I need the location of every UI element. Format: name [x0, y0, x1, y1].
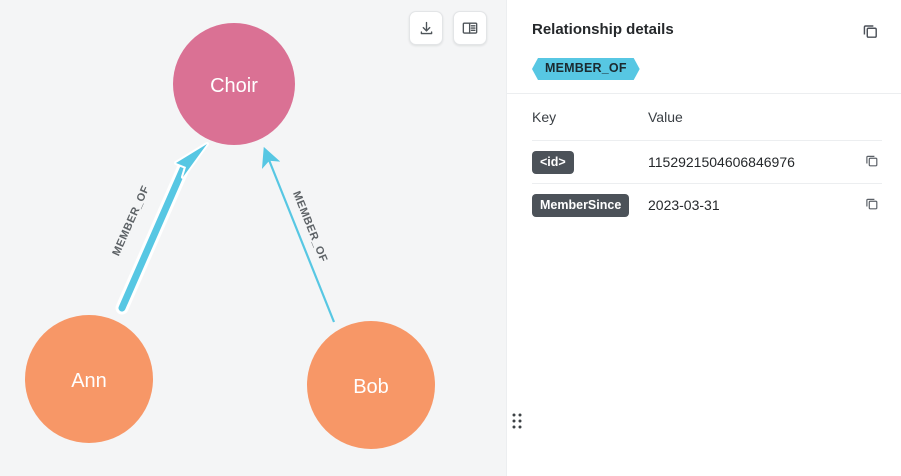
node-label: Choir — [210, 75, 258, 97]
drag-dots-icon — [512, 413, 522, 429]
properties-table: Key Value <id> 1152921504606846976 — [506, 94, 901, 226]
panel-title: Relationship details — [532, 21, 674, 38]
download-icon — [418, 20, 435, 37]
panel-layout-icon — [461, 19, 479, 37]
copy-row-button[interactable] — [862, 151, 882, 174]
panel-resize-handle[interactable] — [511, 412, 523, 430]
node-circle[interactable] — [173, 23, 295, 145]
node-choir[interactable]: Choir — [173, 23, 295, 145]
relationship-details-panel: Relationship details MEMBER_OF Key Value — [506, 0, 901, 476]
property-key-badge[interactable]: <id> — [532, 150, 574, 174]
property-value: 2023-03-31 — [648, 197, 720, 213]
relationship-ann-member-of-choir[interactable]: MEMBER_OF — [110, 142, 209, 315]
graph-visualization[interactable]: MEMBER_OF MEMBER_OF Choir Ann — [0, 0, 506, 476]
column-header-value: Value — [648, 109, 683, 125]
copy-icon — [861, 22, 880, 44]
toggle-panel-button[interactable] — [453, 11, 487, 45]
node-ann[interactable]: Ann — [25, 315, 153, 443]
property-key-badge[interactable]: MemberSince — [532, 193, 630, 217]
copy-row-button[interactable] — [862, 194, 882, 217]
node-bob[interactable]: Bob — [307, 321, 435, 449]
relationship-bob-member-of-choir[interactable]: MEMBER_OF — [261, 146, 336, 323]
table-row: <id> 1152921504606846976 — [532, 141, 882, 184]
copy-all-button[interactable] — [859, 20, 882, 46]
pane-divider — [506, 0, 507, 476]
table-row: MemberSince 2023-03-31 — [532, 184, 882, 226]
graph-canvas[interactable]: MEMBER_OF MEMBER_OF Choir Ann — [0, 0, 506, 476]
node-label: Ann — [71, 370, 107, 392]
relationship-arrowhead-fill — [176, 144, 207, 177]
details-header: Relationship details — [506, 0, 901, 46]
node-circle[interactable] — [307, 321, 435, 449]
header-divider — [506, 93, 901, 94]
copy-icon — [864, 153, 880, 172]
download-button[interactable] — [409, 11, 443, 45]
relationship-line[interactable] — [261, 146, 336, 323]
relationship-type-row: MEMBER_OF — [506, 46, 901, 80]
relationship-type-chip[interactable]: MEMBER_OF — [532, 58, 640, 80]
table-header-row: Key Value — [532, 94, 882, 141]
relationship-line[interactable] — [118, 165, 187, 312]
node-label: Bob — [353, 376, 389, 398]
column-header-key: Key — [532, 109, 557, 125]
property-value: 1152921504606846976 — [648, 154, 795, 170]
graph-toolbar — [409, 11, 487, 45]
copy-icon — [864, 196, 880, 215]
node-circle[interactable] — [25, 315, 153, 443]
